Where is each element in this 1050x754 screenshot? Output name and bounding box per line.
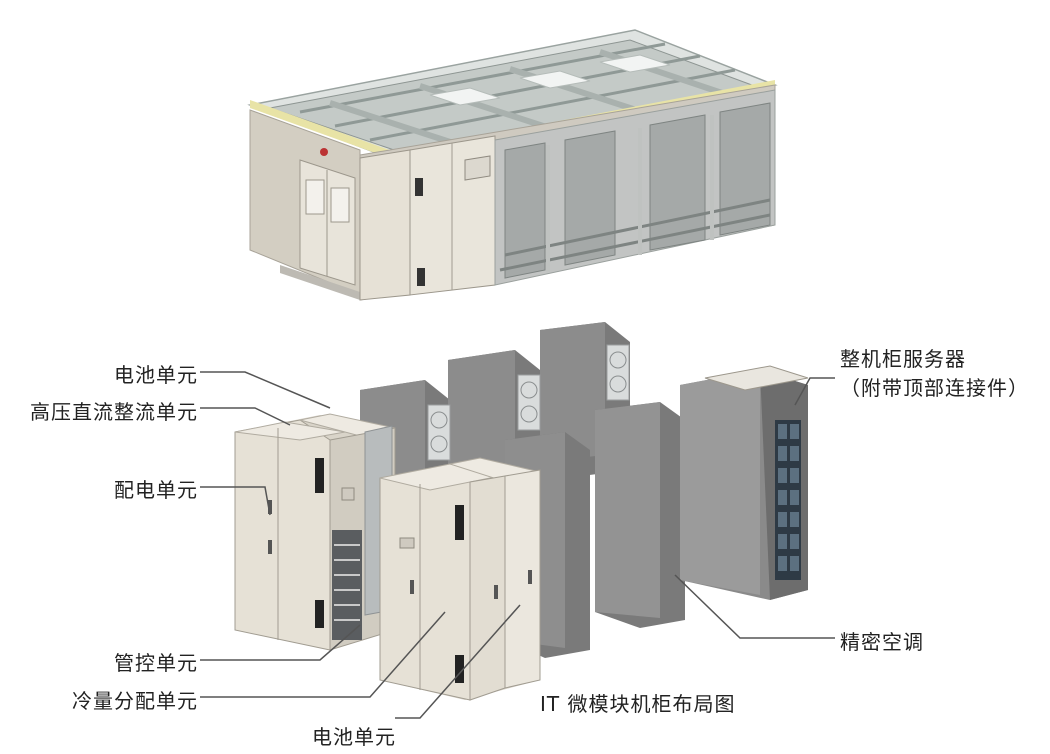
label-cooling-distribution-unit: 冷量分配单元 xyxy=(72,689,198,713)
exploded-layout xyxy=(200,322,835,719)
label-rack-server-line1: 整机柜服务器 xyxy=(840,347,966,371)
label-pipe-control-unit: 管控单元 xyxy=(114,651,198,675)
left-cabinet-group xyxy=(234,413,396,651)
leader-lines xyxy=(200,371,835,719)
label-hvdc-rectifier-unit: 高压直流整流单元 xyxy=(30,400,198,424)
label-rack-server-line2: （附带顶部连接件） xyxy=(840,376,1029,400)
rack-server xyxy=(680,365,809,600)
label-battery-unit-bottom: 电池单元 xyxy=(312,725,396,749)
label-power-distribution-unit: 配电单元 xyxy=(114,478,198,502)
right-cabinet-group xyxy=(379,457,541,701)
label-precision-ac: 精密空调 xyxy=(840,630,924,654)
label-battery-unit-top: 电池单元 xyxy=(114,363,198,387)
assembled-micro-module xyxy=(247,29,778,301)
diagram-caption: IT 微模块机柜布局图 xyxy=(540,692,736,716)
